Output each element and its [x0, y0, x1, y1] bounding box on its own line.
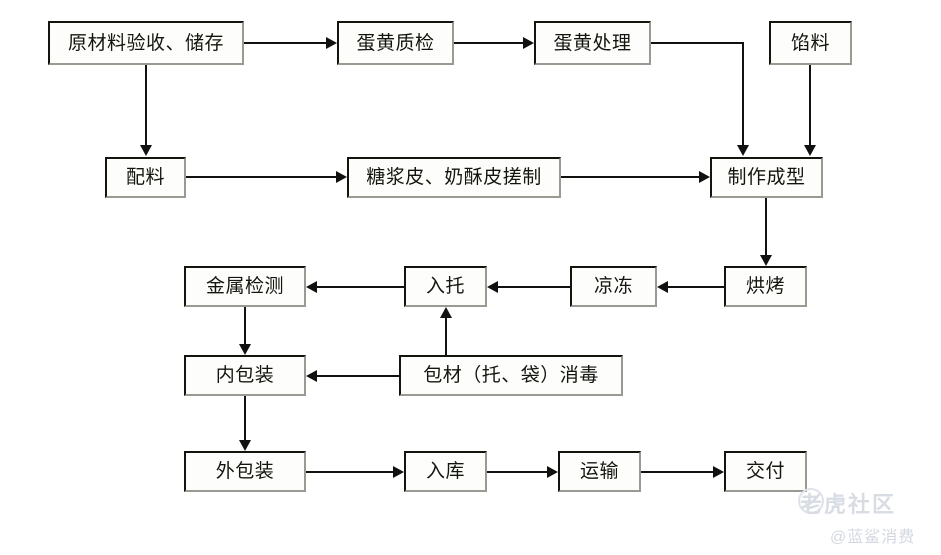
- arrowhead-left-icon: [487, 281, 498, 293]
- node-yolk-inspection[interactable]: 蛋黄质检: [337, 21, 454, 65]
- edge-warehousing-to-transport: [487, 471, 547, 473]
- node-delivery[interactable]: 交付: [724, 451, 807, 492]
- edge-filling-to-forming: [809, 65, 811, 145]
- node-warehousing[interactable]: 入库: [404, 451, 487, 492]
- node-label: 包材（托、袋）消毒: [423, 365, 599, 386]
- arrowhead-down-icon: [760, 255, 772, 266]
- edge-yolk-processing-to-forming-v: [742, 42, 744, 145]
- node-label: 凉冻: [593, 276, 633, 297]
- node-label: 内包装: [215, 365, 275, 386]
- node-label: 入托: [425, 276, 465, 297]
- node-filling[interactable]: 馅料: [769, 21, 852, 65]
- edge-outer-packaging-to-warehousing: [306, 471, 393, 473]
- edge-tray-loading-to-metal-detection: [317, 286, 404, 288]
- edge-dough-kneading-to-forming: [561, 176, 699, 178]
- edge-inner-packaging-to-outer-packaging: [244, 396, 246, 440]
- edge-transport-to-delivery: [641, 471, 713, 473]
- node-label: 蛋黄质检: [356, 32, 435, 54]
- arrowhead-left-icon: [657, 281, 668, 293]
- arrowhead-down-icon: [140, 145, 152, 156]
- arrowhead-down-icon: [239, 440, 251, 451]
- node-label: 配料: [125, 167, 165, 188]
- node-label: 制作成型: [727, 167, 806, 188]
- edge-packaging-sterilize-to-inner-packaging: [317, 375, 399, 377]
- arrowhead-right-icon: [547, 466, 558, 478]
- edge-raw-material-to-yolk-inspection: [244, 42, 326, 44]
- watermark-secondary: @蓝鲨消费: [830, 529, 916, 546]
- node-metal-detection[interactable]: 金属检测: [184, 266, 306, 307]
- node-label: 金属检测: [205, 276, 284, 297]
- arrowhead-down-icon: [239, 344, 251, 355]
- node-baking[interactable]: 烘烤: [724, 266, 807, 307]
- arrowhead-right-icon: [713, 466, 724, 478]
- edge-packaging-sterilize-to-tray-loading: [445, 318, 447, 355]
- node-transport[interactable]: 运输: [558, 451, 641, 492]
- node-label: 交付: [745, 461, 785, 482]
- node-raw-material[interactable]: 原材料验收、储存: [48, 21, 244, 65]
- node-dough-kneading[interactable]: 糖浆皮、奶酥皮搓制: [347, 157, 561, 198]
- node-label: 烘烤: [745, 276, 785, 297]
- node-outer-packaging[interactable]: 外包装: [184, 451, 306, 492]
- node-label: 糖浆皮、奶酥皮搓制: [366, 167, 542, 188]
- edge-yolk-processing-to-forming-h: [651, 42, 744, 44]
- arrowhead-left-icon: [306, 281, 317, 293]
- arrowhead-down-icon: [804, 145, 816, 156]
- arrowhead-up-icon: [440, 307, 452, 318]
- arrowhead-right-icon: [523, 37, 534, 49]
- arrowhead-right-icon: [393, 466, 404, 478]
- edge-metal-detection-to-inner-packaging: [244, 307, 246, 344]
- edge-ingredients-to-dough-kneading: [186, 176, 336, 178]
- edge-cooling-to-tray-loading: [498, 286, 570, 288]
- edge-baking-to-cooling: [668, 286, 724, 288]
- edge-raw-material-to-ingredients-stem: [145, 65, 147, 145]
- watermark-primary: 老虎社区: [800, 492, 897, 517]
- arrowhead-left-icon: [306, 370, 317, 382]
- node-ingredients[interactable]: 配料: [105, 157, 186, 198]
- node-label: 运输: [579, 461, 619, 482]
- node-label: 馅料: [790, 32, 830, 54]
- node-tray-loading[interactable]: 入托: [404, 266, 487, 307]
- arrowhead-down-icon: [737, 145, 749, 156]
- arrowhead-right-icon: [336, 171, 347, 183]
- arrowhead-right-icon: [699, 171, 710, 183]
- edge-yolk-inspection-to-yolk-processing: [454, 42, 523, 44]
- node-label: 外包装: [215, 461, 275, 482]
- edge-forming-to-baking: [765, 198, 767, 255]
- node-label: 入库: [425, 461, 465, 482]
- watermark-logo-icon: [798, 488, 824, 514]
- node-label: 原材料验收、储存: [67, 32, 224, 54]
- node-inner-packaging[interactable]: 内包装: [184, 355, 306, 396]
- node-label: 蛋黄处理: [553, 32, 632, 54]
- node-cooling[interactable]: 凉冻: [570, 266, 657, 307]
- arrowhead-right-icon: [326, 37, 337, 49]
- node-forming[interactable]: 制作成型: [710, 157, 823, 198]
- node-yolk-processing[interactable]: 蛋黄处理: [534, 21, 651, 65]
- node-packaging-sterilize[interactable]: 包材（托、袋）消毒: [399, 355, 623, 396]
